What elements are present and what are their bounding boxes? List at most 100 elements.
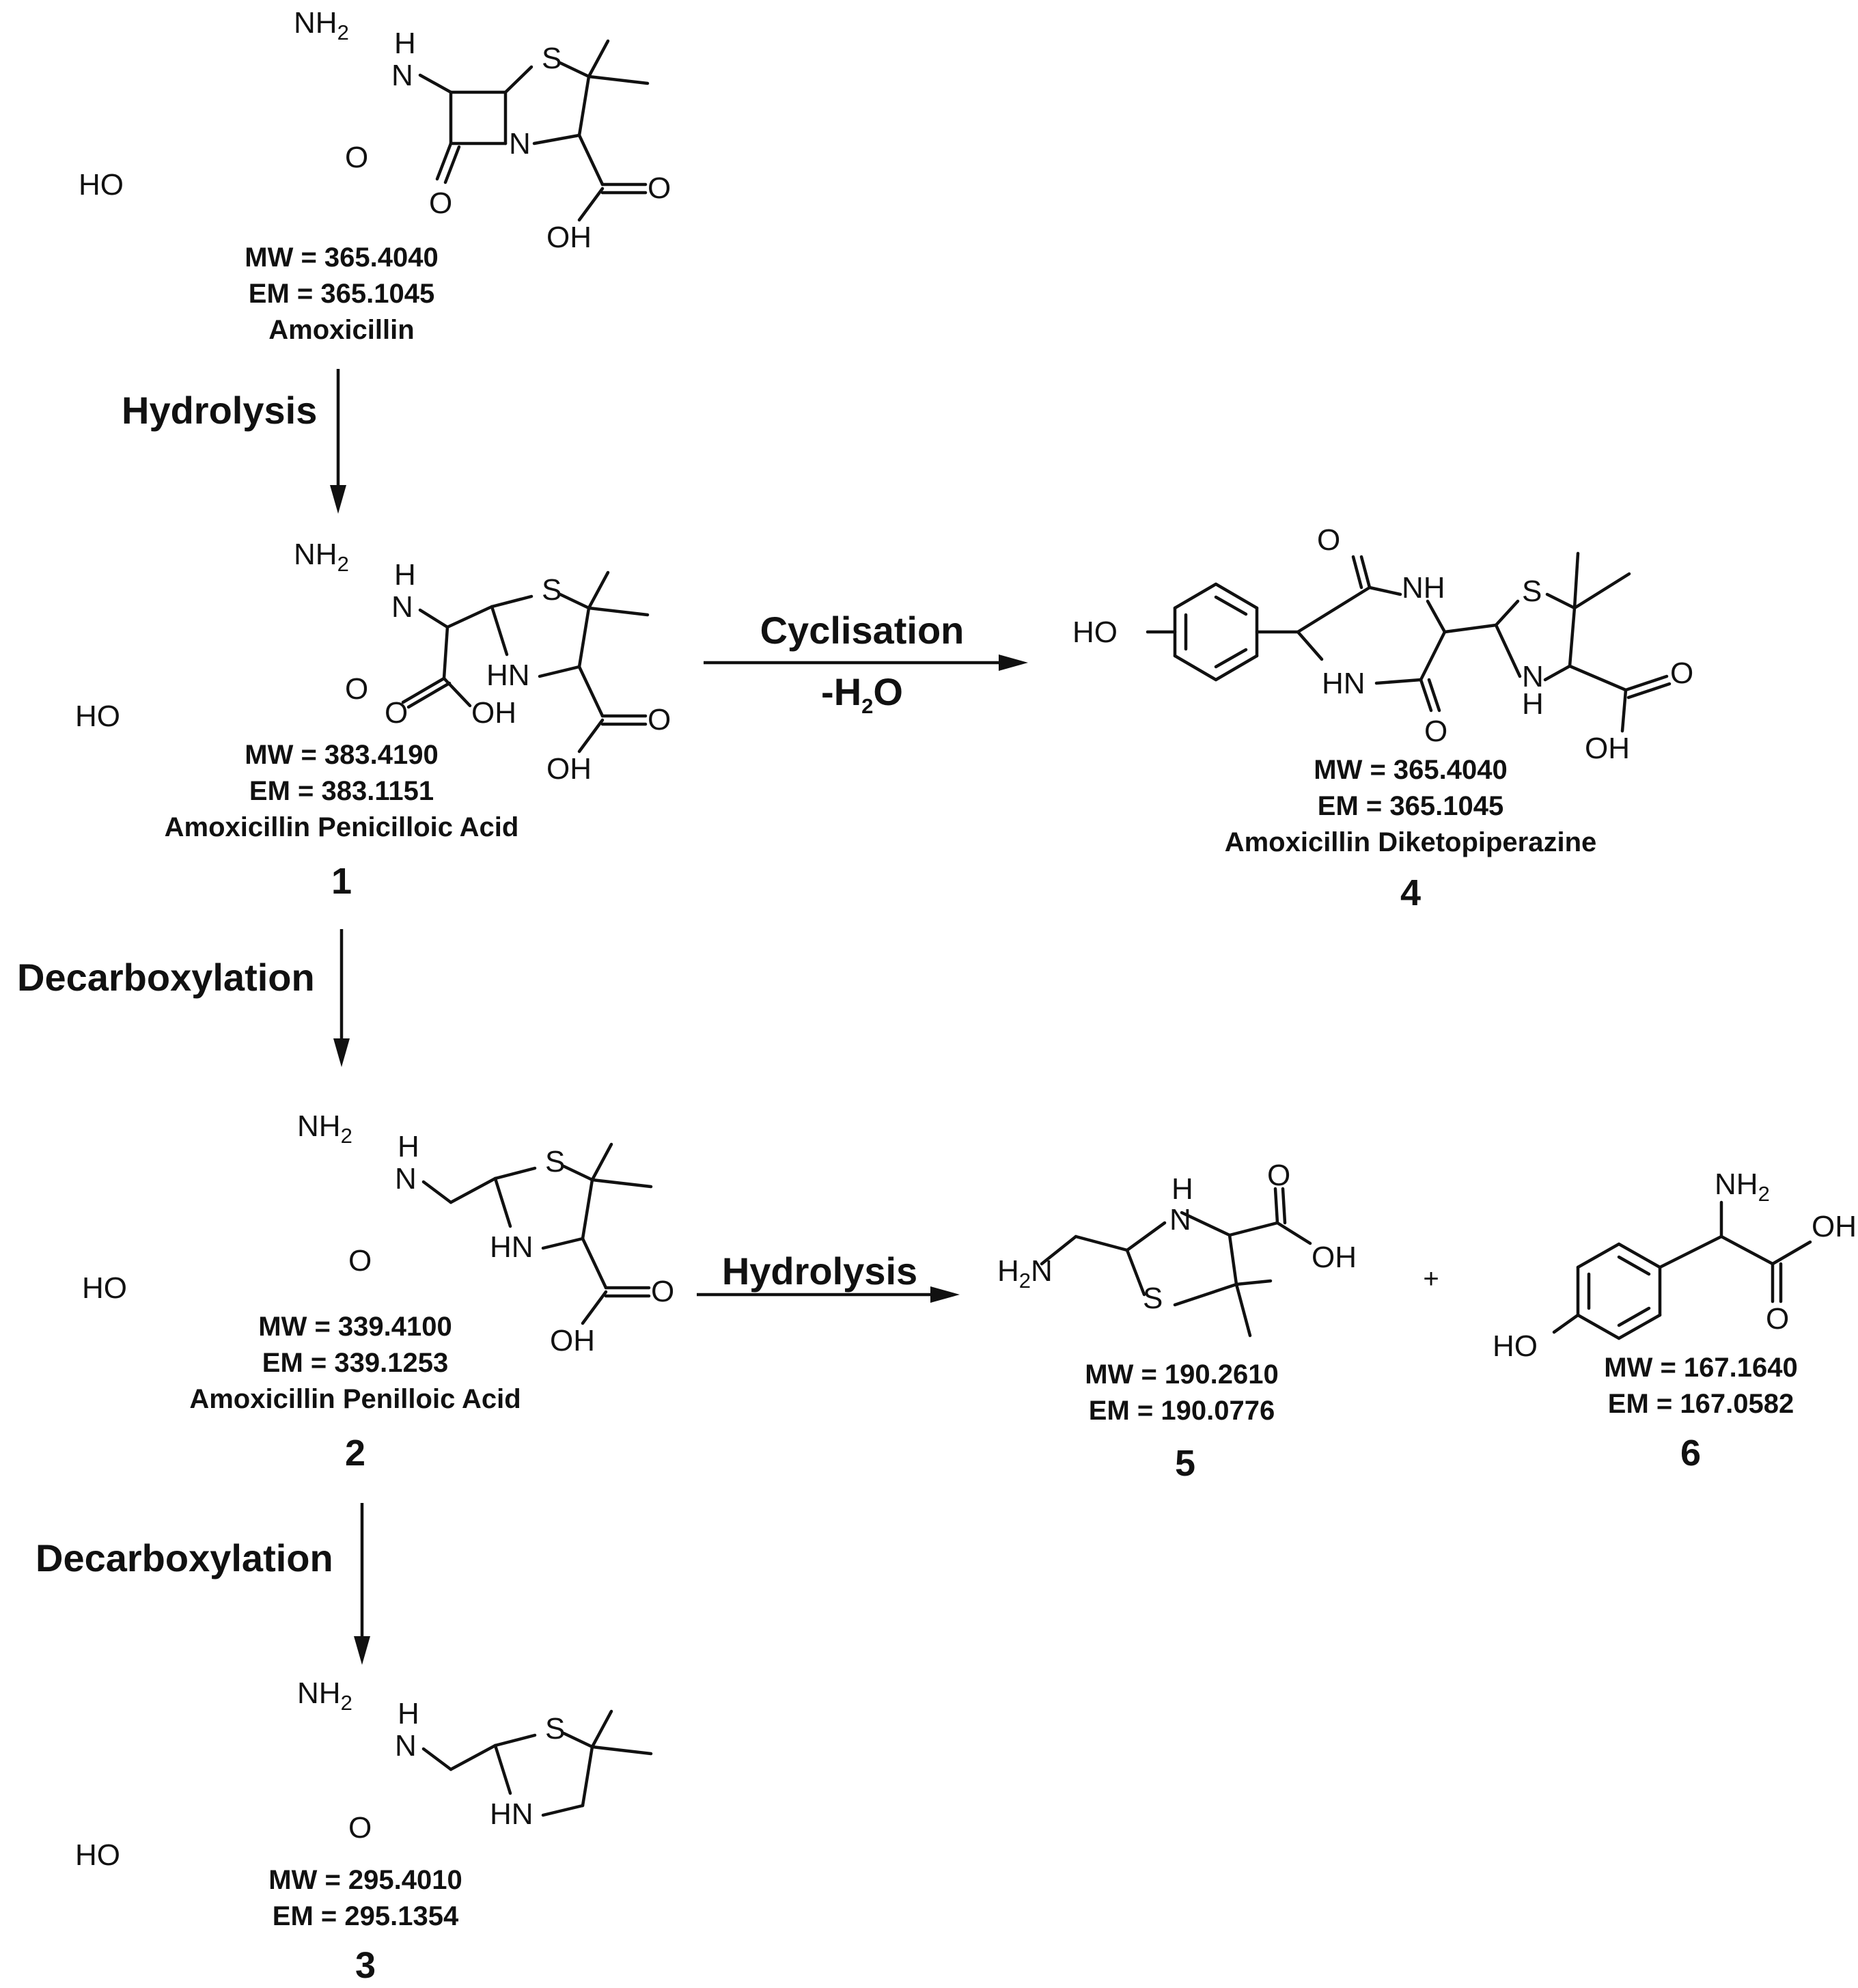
minus-water-label: -H2O (821, 670, 903, 718)
hydroxyl-label: HO (75, 1838, 120, 1872)
acid-oh-label: OH (1585, 732, 1630, 765)
acid-oh-label: OH (1312, 1241, 1357, 1274)
compound-3: NH2 H N O HO S HN MW = 295.4010 EM = 295… (75, 1676, 653, 1986)
compound-number: 6 (1680, 1433, 1701, 1474)
acid-o-label: O (1670, 657, 1693, 690)
compound-name: Amoxicillin Diketopiperazine (1225, 827, 1597, 857)
nh2-label: NH2 (294, 6, 349, 44)
compound-2-bonds (137, 1142, 653, 1325)
compound-name: Amoxicillin (268, 315, 414, 345)
nh2-label: NH2 (297, 1676, 352, 1715)
acid-o-label: O (1267, 1159, 1290, 1192)
nh2-label: NH2 (297, 1109, 352, 1148)
em-label: EM = 339.1253 (262, 1348, 448, 1378)
ring-nh-label: NH (1402, 571, 1445, 605)
compound-6-bonds (1552, 1200, 1812, 1340)
mw-label: MW = 167.1640 (1604, 1353, 1798, 1383)
compound-number: 1 (331, 861, 352, 902)
amoxicillin: NH2 H N O HO S N O O OH MW = 365.4040 EM… (79, 6, 671, 345)
mw-label: MW = 365.4040 (1314, 755, 1508, 785)
acid-oh-label: OH (550, 1324, 595, 1357)
compound-3-bonds (137, 1709, 653, 1847)
em-label: EM = 383.1151 (249, 776, 434, 806)
compound-1: NH2 H N O HO O OH S HN O OH MW = 383.419… (75, 538, 671, 902)
ring-hn-label: HN (486, 659, 530, 692)
amide-h-label: H (394, 27, 416, 60)
hydroxyl-label: HO (75, 700, 120, 733)
acid-o-label: O (648, 171, 671, 205)
sulfur-label: S (545, 1712, 565, 1745)
amide-n-label: N (391, 590, 413, 624)
mw-label: MW = 383.4190 (245, 740, 439, 770)
ring-n-label: N (1522, 660, 1544, 693)
amide-h-label: H (394, 558, 416, 592)
ring-h-label: H (1522, 687, 1544, 721)
cyclisation-arrow (704, 654, 1028, 671)
em-label: EM = 365.1045 (1318, 791, 1503, 821)
em-label: EM = 295.1354 (273, 1901, 459, 1931)
em-label: EM = 190.0776 (1089, 1396, 1275, 1426)
compound-number: 5 (1175, 1443, 1195, 1484)
amide-n-label: N (395, 1729, 417, 1763)
compound-number: 4 (1400, 872, 1421, 913)
carbonyl-o-label: O (345, 141, 368, 174)
nh2-label: NH2 (294, 538, 349, 576)
keto-o-bottom-label: O (1424, 715, 1447, 748)
em-label: EM = 365.1045 (249, 279, 434, 309)
amide-n-label: N (391, 59, 413, 92)
compound-6: NH2 O OH HO MW = 167.1640 EM = 167.0582 … (1493, 1168, 1857, 1474)
compound-5: H2N H N S O OH MW = 190.2610 EM = 190.07… (997, 1159, 1357, 1484)
ring-hn-label: HN (1322, 667, 1365, 700)
hydroxyl-label: HO (1493, 1329, 1538, 1363)
compound-name: Amoxicillin Penicilloic Acid (165, 812, 519, 842)
hydrolysis-label-1: Hydrolysis (122, 389, 317, 432)
amide-h-label: H (398, 1130, 419, 1163)
compound-number: 2 (345, 1433, 365, 1474)
hydrolysis-label-2: Hydrolysis (722, 1250, 917, 1293)
acid-o-label: O (385, 696, 408, 730)
cyclisation-label: Cyclisation (760, 609, 965, 652)
sulfur-label: S (1522, 575, 1542, 608)
mw-label: MW = 295.4010 (268, 1865, 462, 1895)
sulfur-label: S (1143, 1282, 1163, 1315)
compound-4: HO O NH HN O S N H O OH MW = 365.4040 EM… (1072, 523, 1693, 913)
acid-oh-label: OH (471, 696, 516, 730)
compound-4-bonds (1146, 551, 1672, 733)
plus-sign: + (1423, 1264, 1439, 1294)
hydroxyl-label: HO (82, 1271, 127, 1305)
acid2-o-label: O (648, 703, 671, 736)
carbonyl-o-label: O (348, 1811, 372, 1845)
compound-2: NH2 H N O HO S HN O OH MW = 339.4100 EM … (82, 1109, 674, 1474)
mw-label: MW = 339.4100 (258, 1312, 452, 1342)
sulfur-label: S (542, 573, 561, 607)
acid-oh-label: OH (1812, 1210, 1857, 1243)
amine-label: H2N (997, 1254, 1053, 1293)
decarboxylation-label-1: Decarboxylation (17, 956, 315, 999)
amide-h-label: H (398, 1697, 419, 1730)
compound-5-bonds (1040, 1187, 1312, 1338)
carbonyl-o-label: O (1766, 1302, 1789, 1336)
compound-1-bonds (133, 570, 650, 754)
hydroxyl-label: HO (1072, 616, 1118, 649)
hydrolysis-arrow-2 (697, 1286, 960, 1303)
carbonyl-o-label: O (345, 672, 368, 706)
acid-o-label: O (651, 1275, 674, 1308)
ring-hn-label: HN (490, 1230, 533, 1264)
nh2-label: NH2 (1715, 1168, 1770, 1206)
acid-oh-label: OH (546, 221, 592, 254)
amide-n-label: N (395, 1162, 417, 1196)
amoxicillin-bonds (133, 39, 650, 222)
decarboxylation-arrow-1 (333, 929, 350, 1067)
hydroxyl-label: HO (79, 168, 124, 202)
decarboxylation-label-2: Decarboxylation (36, 1536, 333, 1579)
mw-label: MW = 190.2610 (1085, 1359, 1279, 1390)
lactam-o-label: O (429, 187, 452, 220)
compound-name: Amoxicillin Penilloic Acid (189, 1384, 521, 1414)
keto-o-top-label: O (1317, 523, 1340, 557)
hydrolysis-arrow-1 (330, 369, 346, 514)
sulfur-label: S (545, 1145, 565, 1178)
carbonyl-o-label: O (348, 1244, 372, 1278)
ring-hn-label: HN (490, 1797, 533, 1831)
ring-h-label: H (1171, 1172, 1193, 1206)
